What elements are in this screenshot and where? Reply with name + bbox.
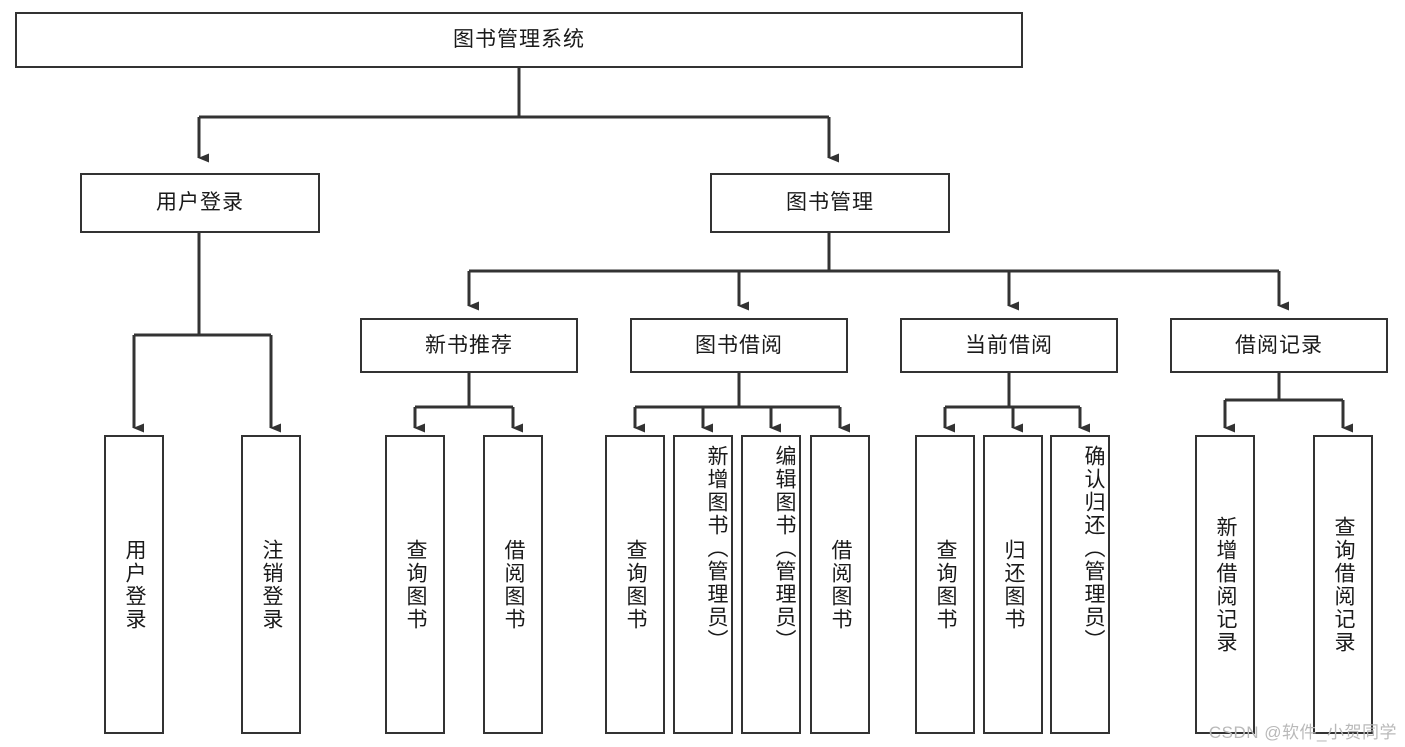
node-label: 新书推荐 bbox=[425, 333, 513, 357]
node-borrow-record[interactable]: 借阅记录 bbox=[1170, 318, 1388, 373]
node-label: 查询借阅记录 bbox=[1332, 515, 1355, 654]
node-label: 查询图书 bbox=[934, 538, 957, 631]
node-label: 图书借阅 bbox=[695, 333, 783, 357]
node-book-borrow[interactable]: 图书借阅 bbox=[630, 318, 848, 373]
node-leaf-logout[interactable]: 注销登录 bbox=[241, 435, 301, 734]
node-label: 借阅图书 bbox=[502, 538, 525, 631]
node-new-book-recommend[interactable]: 新书推荐 bbox=[360, 318, 578, 373]
node-label: 新增借阅记录 bbox=[1214, 515, 1237, 654]
node-leaf-add-borrow-record[interactable]: 新增借阅记录 bbox=[1195, 435, 1255, 734]
csdn-watermark: CSDN @软件_小贺同学 bbox=[1208, 723, 1397, 742]
node-label: 图书管理 bbox=[786, 191, 874, 215]
node-label: 查询图书 bbox=[404, 538, 427, 631]
node-label: 用户登录 bbox=[123, 538, 146, 631]
node-label: 当前借阅 bbox=[965, 333, 1053, 357]
node-leaf-edit-book-admin[interactable]: 编辑图书（管理员） bbox=[741, 435, 801, 734]
node-leaf-query-book-2[interactable]: 查询图书 bbox=[605, 435, 665, 734]
node-leaf-query-book-3[interactable]: 查询图书 bbox=[915, 435, 975, 734]
node-leaf-return-book[interactable]: 归还图书 bbox=[983, 435, 1043, 734]
node-leaf-user-login[interactable]: 用户登录 bbox=[104, 435, 164, 734]
node-root-book-management-system[interactable]: 图书管理系统 bbox=[15, 12, 1023, 68]
node-leaf-query-book-1[interactable]: 查询图书 bbox=[385, 435, 445, 734]
node-user-login[interactable]: 用户登录 bbox=[80, 173, 320, 233]
node-label: 图书管理系统 bbox=[453, 28, 585, 52]
node-label: 注销登录 bbox=[260, 538, 283, 631]
node-leaf-borrow-book-1[interactable]: 借阅图书 bbox=[483, 435, 543, 734]
node-leaf-confirm-return-admin[interactable]: 确认归还（管理员） bbox=[1050, 435, 1110, 734]
node-current-borrow[interactable]: 当前借阅 bbox=[900, 318, 1118, 373]
node-label: 归还图书 bbox=[1002, 538, 1025, 631]
node-label: 借阅记录 bbox=[1235, 333, 1323, 357]
node-leaf-add-book-admin[interactable]: 新增图书（管理员） bbox=[673, 435, 733, 734]
node-label: 借阅图书 bbox=[829, 538, 852, 631]
node-leaf-borrow-book-2[interactable]: 借阅图书 bbox=[810, 435, 870, 734]
node-leaf-query-borrow-record[interactable]: 查询借阅记录 bbox=[1313, 435, 1373, 734]
node-label: 编辑图书（管理员） bbox=[773, 445, 796, 652]
node-label: 新增图书（管理员） bbox=[705, 445, 728, 652]
node-label: 查询图书 bbox=[624, 538, 647, 631]
node-label: 确认归还（管理员） bbox=[1082, 445, 1105, 652]
node-book-management[interactable]: 图书管理 bbox=[710, 173, 950, 233]
node-label: 用户登录 bbox=[156, 191, 244, 215]
